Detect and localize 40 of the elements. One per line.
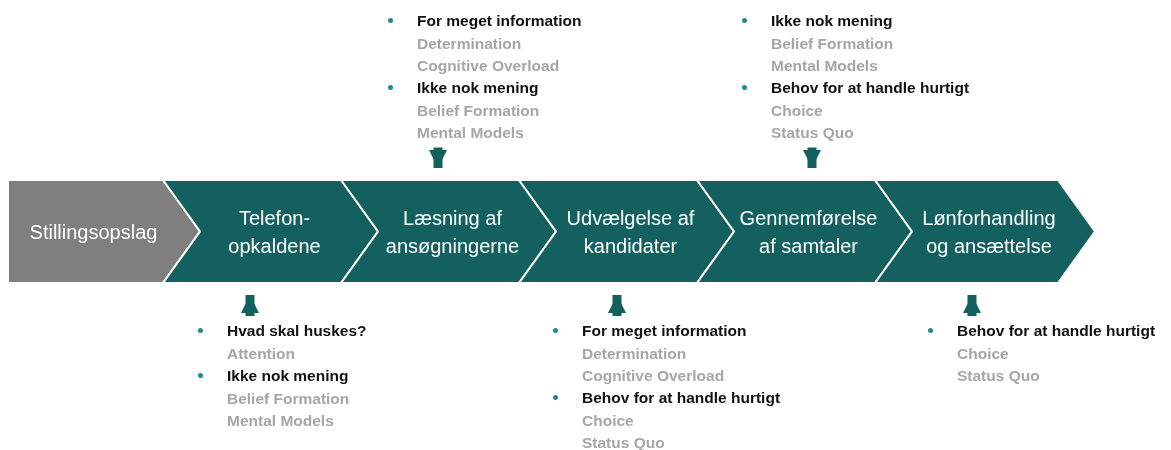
list-item: Determination: [582, 343, 688, 364]
bullet-heading: Ikke nok mening: [771, 11, 894, 31]
list-item: Belief Formation: [227, 388, 350, 409]
bullet-heading: Ikke nok mening: [227, 366, 350, 386]
list-item: Choice: [957, 343, 1010, 364]
chevron-step: [519, 180, 734, 283]
list-item: Status Quo: [957, 366, 1041, 386]
list-item: Cognitive Overload: [417, 56, 561, 76]
list-item: Mental Models: [417, 123, 525, 143]
bullet-heading: Behov for at handle hurtigt: [957, 321, 1156, 341]
step-label: Læsning af ansøgningerne: [384, 205, 521, 259]
list-item: Belief Formation: [771, 33, 894, 54]
step-label: Lønforhandling og ansættelse: [921, 205, 1057, 259]
list-item: Determination: [417, 33, 523, 54]
list-item: Status Quo: [771, 123, 855, 143]
block-arrow: [963, 295, 981, 316]
chevron-step: [697, 180, 912, 283]
chevron-step: [875, 180, 1095, 283]
list-item: Cognitive Overload: [582, 366, 726, 386]
list-item: Choice: [771, 100, 824, 121]
block-arrow: [429, 147, 447, 168]
bullet-heading: Hvad skal huskes?: [227, 321, 367, 341]
step-label: Udvælgelse af kandidater: [565, 205, 696, 259]
step-label: Telefon- opkaldene: [227, 205, 322, 259]
chevron-step: [163, 180, 378, 283]
bullet-heading: For meget information: [582, 321, 747, 341]
block-arrow: [241, 295, 259, 316]
bullet-heading: Ikke nok mening: [417, 78, 540, 98]
bullet-heading: Behov for at handle hurtigt: [771, 78, 970, 98]
bullet-heading: For meget information: [417, 11, 582, 31]
list-item: Attention: [227, 343, 296, 364]
block-arrow: [803, 147, 821, 168]
step-label: Gennemførelse af samtaler: [738, 205, 879, 259]
list-item: Mental Models: [771, 56, 879, 76]
block-arrow: [608, 295, 626, 316]
list-item: Mental Models: [227, 411, 335, 431]
bullet-heading: Behov for at handle hurtigt: [582, 388, 781, 408]
chevron-step: [341, 180, 556, 283]
list-item: Choice: [582, 410, 635, 431]
list-item: Belief Formation: [417, 100, 540, 121]
